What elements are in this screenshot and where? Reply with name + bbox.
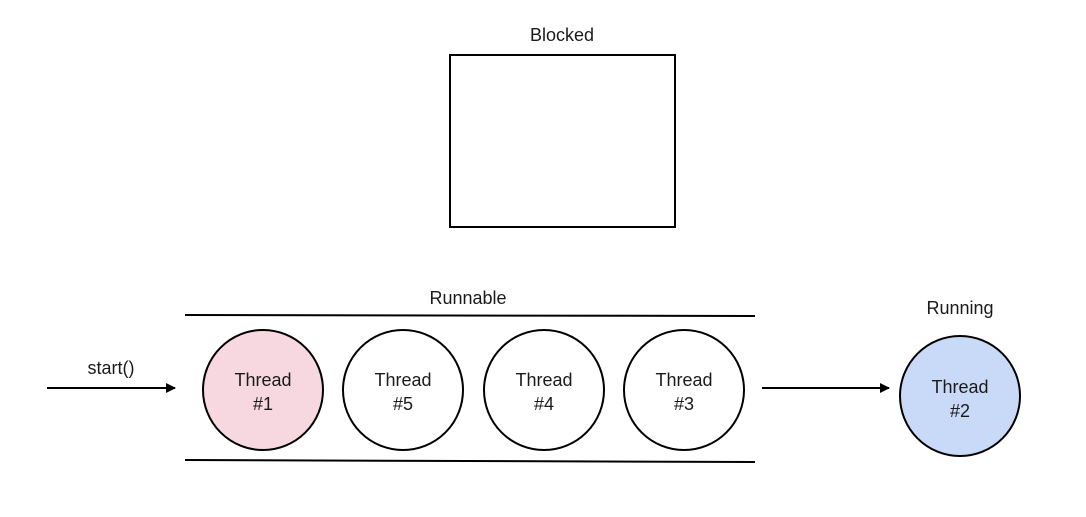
thread-circle: [202, 329, 324, 451]
thread-label-line2: #1: [253, 394, 273, 414]
thread-node-4: Thread #4: [483, 329, 605, 451]
blocked-box: [449, 54, 676, 228]
thread-circle: [342, 329, 464, 451]
thread-node-5: Thread #5: [342, 329, 464, 451]
runnable-top-line: [184, 314, 756, 317]
thread-label-line2: #5: [393, 394, 413, 414]
thread-label-line2: #4: [534, 394, 554, 414]
running-label: Running: [926, 298, 993, 318]
thread-label-line1: Thread: [655, 370, 712, 390]
thread-node-1: Thread #1: [202, 329, 324, 451]
thread-label-line2: #2: [950, 401, 970, 421]
start-label: start(): [88, 358, 135, 378]
thread-circle: [483, 329, 605, 451]
thread-label-line1: Thread: [234, 370, 291, 390]
thread-label-line1: Thread: [374, 370, 431, 390]
thread-label-line2: #3: [674, 394, 694, 414]
thread-circle: [623, 329, 745, 451]
runnable-label: Runnable: [429, 288, 506, 308]
thread-node-2: Thread #2: [899, 335, 1021, 457]
thread-node-3: Thread #3: [623, 329, 745, 451]
blocked-label: Blocked: [530, 25, 594, 45]
runnable-bottom-line: [184, 459, 756, 463]
thread-label-line1: Thread: [515, 370, 572, 390]
thread-label-line1: Thread: [931, 377, 988, 397]
running-thread-circle: [899, 335, 1021, 457]
